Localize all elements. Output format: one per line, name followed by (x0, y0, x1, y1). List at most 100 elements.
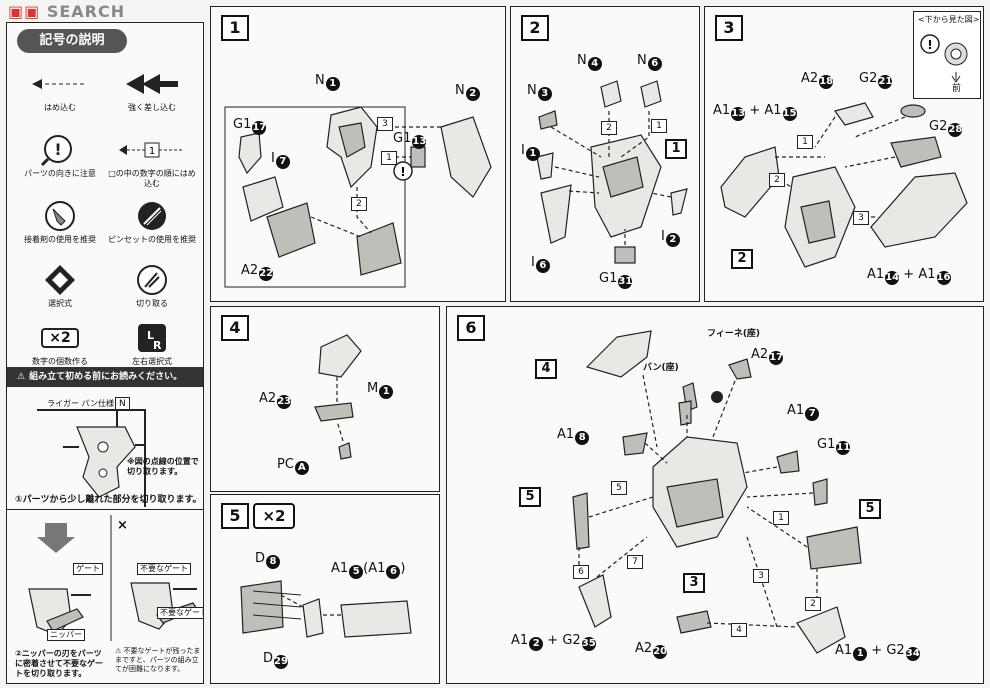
press-arrow-icon (126, 74, 178, 94)
legend-item-press: 強く差し込む (107, 67, 197, 113)
part-label: A113 + A115 (713, 103, 797, 121)
runner-letter: M (367, 381, 379, 396)
order-tag: 1 (773, 511, 789, 525)
runner-letter: A2 (751, 347, 769, 362)
runner-letter: A2 (635, 641, 653, 656)
instruction-text: ①パーツから少し離れた部分を切り取ります。 (15, 495, 202, 505)
instruction-text: パーツの向きに注意 (24, 169, 96, 178)
ref-step-4: 4 (535, 359, 557, 379)
runner-letter: A1 (764, 103, 782, 118)
step-number: 3 (715, 15, 743, 41)
runner-letter: G1 (599, 271, 618, 286)
step-1-drawing: ! (224, 106, 492, 288)
left-right-icon: LR (138, 324, 166, 352)
order-tag: 3 (377, 117, 393, 131)
numbered-order-icon: 1 (119, 142, 183, 158)
part-number-badge: 28 (948, 123, 963, 137)
runner-letter: G2 (929, 119, 948, 134)
part-number-badge: 21 (878, 75, 893, 89)
part-label: G113 (393, 131, 427, 149)
part-number-badge: 4 (587, 57, 602, 71)
bad-gate-label-top: 不要なゲート (137, 563, 191, 575)
part-number-badge: 6 (535, 259, 550, 273)
runner-letter: A2 (241, 263, 259, 278)
step-number: 4 (221, 315, 249, 341)
svg-text:!: ! (927, 38, 932, 52)
runner-letter: I (271, 151, 275, 166)
part-label: A114 + A116 (867, 267, 951, 285)
part-number-badge: 34 (905, 647, 920, 661)
part-label: A223 (259, 391, 292, 409)
bad-mark: × (117, 518, 128, 533)
runner-letter: N (315, 73, 325, 88)
instruction-text: <下から見た図> (918, 15, 980, 24)
part-label: A218 (801, 71, 834, 89)
order-tag: 7 (627, 555, 643, 569)
legend-item-choice: 選択式 (15, 263, 105, 309)
instruction-text: ②ニッパーの刃をパーツに密着させて不要なゲートを切り取ります。 (15, 649, 103, 678)
runner-letter: A2 (259, 391, 277, 406)
runner-diagram: ライガー パン仕様 N ※図の点線の位置で切り取ります。 (7, 387, 203, 527)
step-4-drawing (314, 334, 362, 460)
instruction-text: 数字の個数作る (32, 357, 88, 366)
ref-step-5-right: 5 (859, 499, 881, 519)
runner-letter: A1 (918, 267, 936, 282)
runner-letter: A1 (511, 633, 529, 648)
instruction-text: ピンセットの使用を推奨 (108, 235, 196, 244)
bottom-view-drawing: ! (920, 34, 968, 83)
part-number-badge: 1 (325, 77, 340, 91)
runner-letter: G1 (233, 117, 252, 132)
part-label: A220 (635, 641, 668, 659)
watermark: ▣▣ SEARCH (8, 2, 126, 21)
runner-letter: I (531, 255, 535, 270)
order-tag: 2 (601, 121, 617, 135)
nipper-label: ニッパー (47, 629, 85, 641)
watermark-logo-icon: ▣▣ (8, 2, 41, 21)
part-number-badge: 1 (525, 147, 540, 161)
runner-letter: A1 (713, 103, 731, 118)
runner-letter: A2 (801, 71, 819, 86)
runner-letter: A1 (331, 561, 349, 576)
runner-letter: G2 (886, 643, 905, 658)
runner-letter: G2 (562, 633, 581, 648)
bad-gate-label-bottom: 不要なゲート (157, 607, 203, 619)
order-tag: 2 (769, 173, 785, 187)
part-number-badge: 18 (819, 75, 834, 89)
ref-step-3: 3 (683, 573, 705, 593)
runner-sprue-drawing (37, 409, 146, 507)
runner-letter: A1 (557, 427, 575, 442)
instruction-text: バン(座) (643, 363, 679, 373)
instruction-text: フィーネ(座) (707, 329, 761, 339)
runner-letter: A1 (368, 561, 386, 576)
order-tag: 1 (797, 135, 813, 149)
part-number-badge: 35 (581, 637, 596, 651)
part-label: G111 (817, 437, 851, 455)
legend-item-insert: はめ込む (15, 67, 105, 113)
part-number-badge: 7 (805, 407, 820, 421)
svg-text:R: R (153, 339, 162, 352)
part-number-badge: 1 (853, 647, 868, 661)
part-number-badge: 22 (259, 267, 274, 281)
part-number-badge: 11 (836, 441, 851, 455)
attention-icon: ! (40, 135, 72, 167)
order-tag: 4 (731, 623, 747, 637)
order-tag: 6 (573, 565, 589, 579)
part-number-badge: 5 (349, 565, 364, 579)
part-number-badge: 2 (529, 637, 544, 651)
step-2-drawing (536, 80, 688, 264)
legend-item-attention: ! パーツの向きに注意 (15, 133, 105, 179)
instruction-text: ※図の点線の位置で切り取ります。 (127, 457, 199, 476)
warning-icon: ⚠ (17, 372, 26, 382)
part-number-badge: 20 (653, 645, 668, 659)
part-number-badge: 8 (266, 555, 281, 569)
